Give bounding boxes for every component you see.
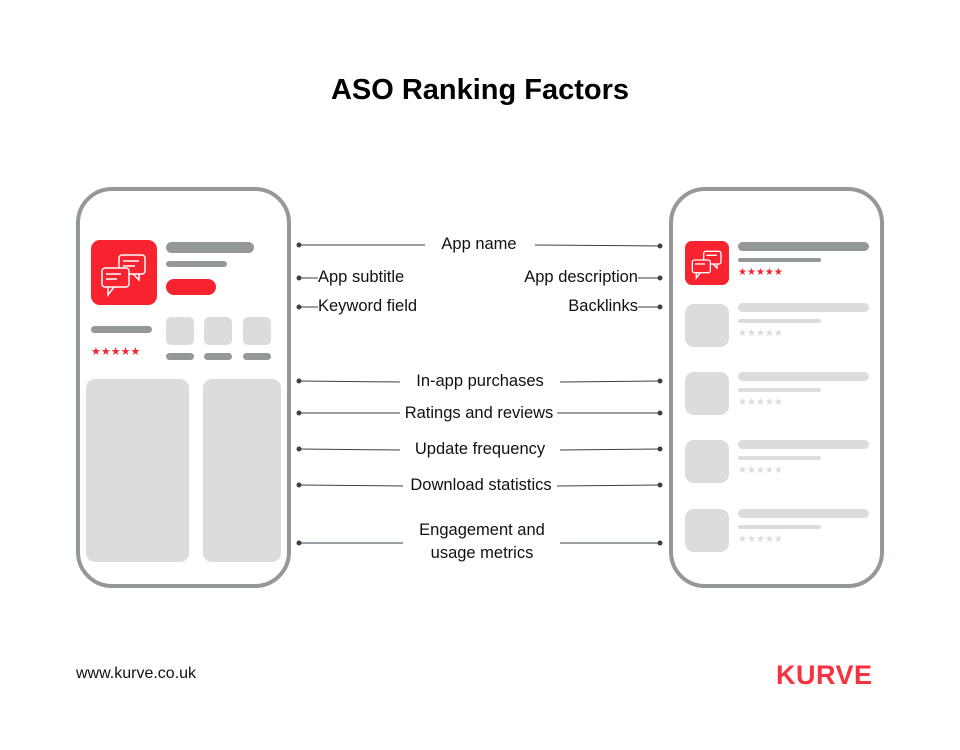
factor-ratings-reviews: Ratings and reviews	[404, 404, 554, 422]
factor-backlinks: Backlinks	[568, 297, 638, 315]
result-subtitle-placeholder	[738, 388, 821, 392]
kurve-logo: KURVE	[776, 660, 873, 690]
search-results-phone	[669, 187, 884, 588]
rating-stars-icon: ★★★★★	[738, 534, 783, 545]
result-title-placeholder	[738, 242, 869, 251]
rating-label-placeholder	[91, 326, 152, 333]
app-icon-placeholder	[685, 304, 729, 347]
factor-app-subtitle: App subtitle	[318, 268, 405, 286]
factor-download-statistics: Download statistics	[410, 476, 552, 494]
app-icon-placeholder	[685, 509, 729, 552]
rating-stars-icon: ★★★★★	[738, 328, 783, 339]
factor-engagement-line1: Engagement and	[419, 521, 545, 539]
screenshot-placeholder	[203, 379, 281, 562]
page-title: ASO Ranking Factors	[330, 74, 630, 106]
chat-bubbles-app-icon	[685, 241, 729, 285]
result-title-placeholder	[738, 372, 869, 381]
app-page-phone	[76, 187, 291, 588]
factor-app-description: App description	[524, 268, 638, 286]
result-subtitle-placeholder	[738, 258, 821, 262]
rating-stars-icon: ★★★★★	[738, 267, 783, 278]
info-tile	[243, 317, 271, 345]
result-title-placeholder	[738, 440, 869, 449]
result-subtitle-placeholder	[738, 456, 821, 460]
factor-in-app-purchases: In-app purchases	[416, 372, 544, 390]
tile-label	[166, 353, 194, 360]
result-subtitle-placeholder	[738, 319, 821, 323]
app-icon-placeholder	[685, 440, 729, 483]
factor-keyword-field: Keyword field	[318, 297, 418, 315]
factor-app-name: App name	[441, 235, 517, 253]
result-title-placeholder	[738, 303, 869, 312]
info-tile	[166, 317, 194, 345]
rating-stars-icon: ★★★★★	[738, 397, 783, 408]
result-subtitle-placeholder	[738, 525, 821, 529]
rating-stars-icon: ★★★★★	[738, 465, 783, 476]
chat-bubbles-app-icon	[91, 240, 157, 305]
app-name-placeholder	[166, 242, 254, 253]
tile-label	[204, 353, 232, 360]
subtitle-placeholder	[166, 261, 227, 267]
info-tile	[204, 317, 232, 345]
website-url: www.kurve.co.uk	[76, 665, 197, 682]
screenshot-placeholder	[86, 379, 189, 562]
factor-engagement-line2: usage metrics	[430, 544, 534, 562]
tile-label	[243, 353, 271, 360]
rating-stars-icon: ★★★★★	[91, 346, 141, 358]
factor-update-frequency: Update frequency	[414, 440, 546, 458]
app-icon-placeholder	[685, 372, 729, 415]
result-title-placeholder	[738, 509, 869, 518]
get-button-placeholder	[166, 279, 216, 295]
